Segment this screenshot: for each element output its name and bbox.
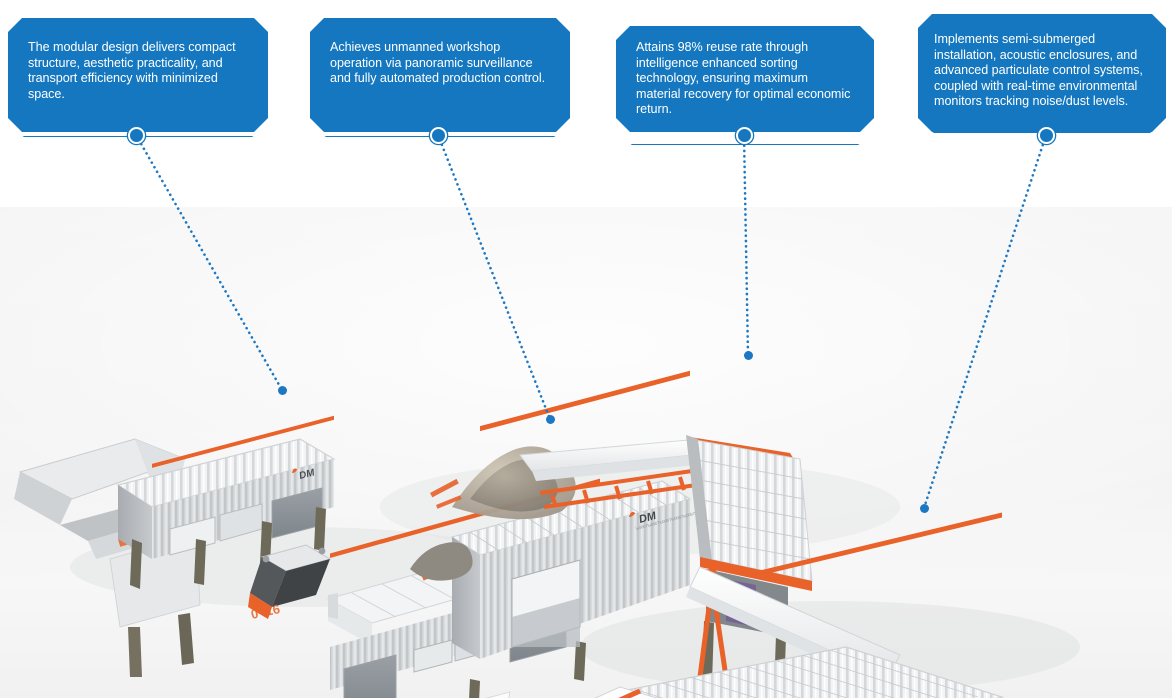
connector-knob-2[interactable] [430,127,447,144]
callout-body: Attains 98% reuse rate through intellige… [616,26,874,132]
connector-knob-1[interactable] [128,127,145,144]
svg-text:0~16: 0~16 [250,601,282,622]
callout-text: The modular design delivers compact stru… [28,40,236,101]
callout-reuse-rate[interactable]: Attains 98% reuse rate through intellige… [616,26,874,132]
callout-text: Achieves unmanned workshop operation via… [330,40,546,86]
callout-body: Implements semi-submerged installation, … [918,14,1166,132]
callout-modular-design[interactable]: The modular design delivers compact stru… [8,18,268,132]
connector-endpoint-1 [278,386,287,395]
callout-text: Implements semi-submerged installation, … [934,32,1143,109]
callout-underline [616,144,874,148]
plant-scene-illustration: DM [14,370,1080,698]
svg-text:DM: DM [298,467,316,482]
callout-text: Attains 98% reuse rate through intellige… [636,40,851,117]
callout-body: The modular design delivers compact stru… [8,18,268,132]
connector-endpoint-2 [546,415,555,424]
connector-knob-3[interactable] [736,127,753,144]
connector-endpoint-4 [920,504,929,513]
callout-unmanned-operation[interactable]: Achieves unmanned workshop operation via… [310,18,570,132]
connector-knob-4[interactable] [1038,127,1055,144]
callout-environmental-control[interactable]: Implements semi-submerged installation, … [918,14,1166,132]
connector-endpoint-3 [744,351,753,360]
svg-text:DM: DM [638,510,658,526]
callout-body: Achieves unmanned workshop operation via… [310,18,570,132]
plant-render-photo: DM [0,207,1172,698]
